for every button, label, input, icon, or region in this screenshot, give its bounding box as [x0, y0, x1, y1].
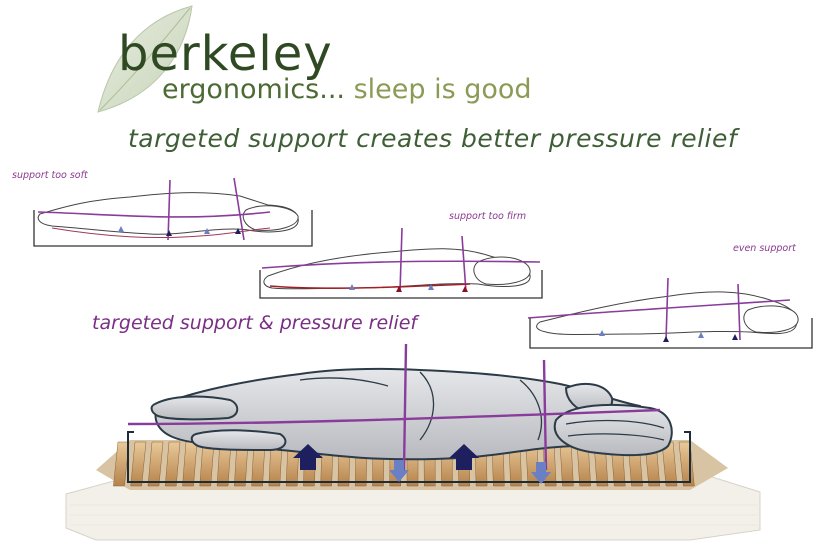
support-arrow-icon — [599, 330, 605, 336]
label-even-support: even support — [733, 243, 796, 254]
support-arrow-icon — [204, 228, 210, 234]
support-arrow-icon — [293, 444, 323, 470]
support-arrow-icon — [349, 284, 355, 290]
support-arrow-icon — [118, 226, 124, 232]
brand-tagline: ergonomics... sleep is good — [162, 74, 532, 105]
support-arrow-icon — [462, 286, 468, 292]
sleeper-body — [150, 367, 652, 461]
label-support-too-firm: support too firm — [449, 211, 527, 222]
slat — [559, 441, 574, 487]
panel-targeted-support — [65, 343, 761, 541]
support-arrow-icon — [428, 284, 434, 290]
support-arrow-icon — [531, 462, 551, 484]
brand-prefix: be — [118, 26, 180, 82]
panel-support-too-firm — [259, 227, 543, 299]
support-arrow-icon — [166, 230, 172, 236]
support-arrow-icon — [396, 286, 402, 292]
panel-even-support — [527, 277, 813, 349]
label-targeted-support: targeted support & pressure relief — [92, 312, 418, 334]
support-arrow-icon — [663, 336, 669, 342]
panel-support-too-soft — [33, 177, 313, 247]
support-arrow-icon — [698, 332, 704, 338]
tagline-main: ergonomics... — [162, 74, 354, 105]
slat — [147, 441, 164, 487]
support-arrow-icon — [235, 228, 241, 234]
page-headline: targeted support creates better pressure… — [128, 124, 738, 153]
leaf-icon — [97, 5, 193, 113]
support-arrow-icon — [389, 460, 409, 482]
support-arrow-icon — [732, 334, 738, 340]
pillow-icon — [553, 403, 673, 457]
brand-suffix: rkeley — [180, 26, 333, 82]
tagline-accent: sleep is good — [353, 74, 532, 105]
slat — [130, 441, 147, 487]
slat — [164, 441, 181, 487]
brand-logo: berkeley — [118, 26, 333, 82]
label-support-too-soft: support too soft — [12, 170, 88, 181]
slat — [113, 441, 130, 487]
support-arrow-icon — [449, 444, 479, 470]
